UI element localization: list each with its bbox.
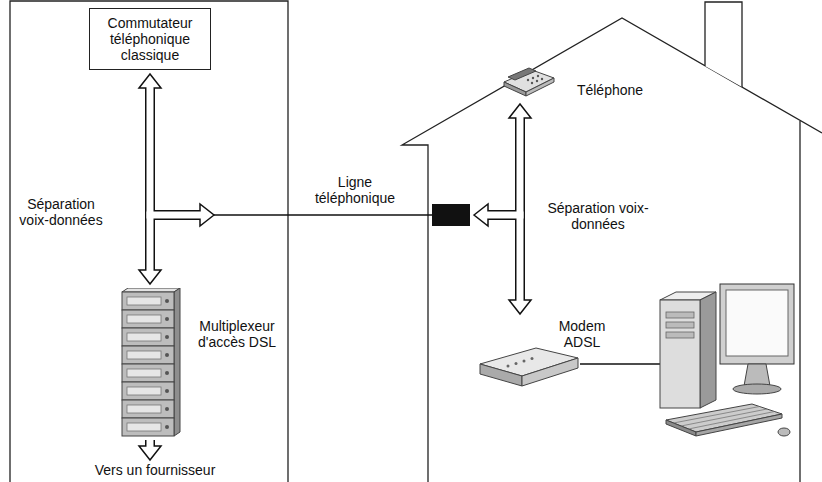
tower-side: [700, 292, 716, 408]
drive-bay: [666, 332, 694, 338]
rack-panel: [127, 369, 161, 377]
node-label: Commutateur téléphonique classique: [100, 15, 200, 63]
arrow-fill: [147, 86, 154, 271]
arrow-head: [509, 104, 531, 118]
arrow-fill: [517, 116, 524, 301]
arrow-head: [139, 446, 161, 460]
line-splitter: [432, 204, 470, 226]
rack-led: [165, 371, 169, 375]
keyboard-keys: [681, 409, 767, 426]
rack-unit: [122, 292, 174, 310]
rack-unit: [122, 400, 174, 418]
monitor-stand: [744, 364, 770, 386]
monitor-base: [733, 384, 781, 394]
phone-key: [537, 75, 539, 77]
dslam-node: Multiplexeur d'accès DSL: [118, 288, 288, 438]
branch-arrow: [474, 204, 524, 226]
edge-label: Séparation voix-données: [14, 196, 108, 228]
arrow-head: [474, 204, 488, 226]
rack-led: [165, 317, 169, 321]
phone-key: [531, 82, 533, 84]
rack-led: [165, 407, 169, 411]
rack-panel: [127, 405, 161, 413]
phone-side: [526, 78, 554, 96]
telephone-node-icon: [502, 60, 558, 100]
monitor-screen: [726, 290, 788, 356]
modem-led: [531, 357, 534, 360]
rack-led: [165, 335, 169, 339]
node-label: Téléphone: [570, 82, 650, 98]
rack-led: [165, 299, 169, 303]
monitor-frame: [720, 284, 794, 364]
branch-arrow: [147, 204, 215, 226]
voice-data-split-arrow: [509, 104, 531, 314]
phone-line: [214, 214, 432, 215]
rack-unit: [122, 364, 174, 382]
rack-led: [165, 425, 169, 429]
rack-panel: [127, 351, 161, 359]
modem-front: [480, 364, 522, 386]
keyboard-keys: [689, 412, 775, 430]
phone-handset: [508, 68, 536, 80]
rack-unit: [122, 418, 174, 436]
arrow-head: [200, 204, 214, 226]
phone-key: [532, 77, 534, 79]
arrow-fill: [147, 212, 202, 219]
rack-panel: [127, 333, 161, 341]
rack-unit: [122, 382, 174, 400]
tower-front: [660, 300, 700, 408]
switch-box: Commutateur téléphonique classique: [89, 8, 211, 70]
rack-led: [165, 353, 169, 357]
phone-key: [527, 79, 529, 81]
node-label: Modem ADSL: [552, 318, 612, 350]
rack-unit: [122, 328, 174, 346]
mouse: [778, 428, 790, 436]
voice-data-split-arrow: [139, 74, 161, 284]
house-wall: [799, 121, 800, 482]
chimney-fill: [705, 2, 742, 87]
rack-panel: [127, 297, 161, 305]
house-outline: [402, 2, 822, 482]
provider-label: Vers un fournisseur: [60, 462, 250, 478]
computer-illustration: [660, 284, 794, 436]
line-label: Ligne téléphonique: [300, 174, 410, 206]
rack-panel: [127, 423, 161, 431]
modem-led: [507, 365, 510, 368]
modem-cable: [580, 363, 660, 364]
central-office-building: [10, 1, 288, 482]
phone-key: [541, 78, 543, 80]
modem-side: [522, 358, 578, 386]
rack-panel: [127, 315, 161, 323]
phone-key: [536, 80, 538, 82]
chimney: [705, 2, 742, 87]
rack-led: [165, 389, 169, 393]
rack-unit: [122, 346, 174, 364]
edge-label: Séparation voix-données: [546, 200, 650, 232]
modem-led: [515, 362, 518, 365]
modem-node: Modem ADSL: [478, 318, 618, 390]
dslam-node-icon: [118, 288, 184, 438]
house-roof-wall: [402, 18, 822, 482]
drive-bay: [666, 322, 694, 328]
drive-bay: [666, 312, 694, 318]
node-label: Multiplexeur d'accès DSL: [193, 318, 281, 350]
arrow-fill: [486, 212, 523, 219]
rack-side: [174, 288, 180, 436]
building-outline: [10, 1, 288, 482]
provider-arrow: [139, 440, 161, 460]
phone-front: [504, 82, 526, 96]
rack-unit: [122, 310, 174, 328]
keyboard-keys: [674, 407, 760, 424]
arrow-head: [509, 300, 531, 314]
rack-top: [122, 288, 180, 292]
rack-panel: [127, 387, 161, 395]
arrow-head: [139, 270, 161, 284]
modem-led: [523, 360, 526, 363]
arrow-fill: [147, 440, 154, 448]
telephone-node: Téléphone: [502, 60, 652, 100]
arrow-head: [139, 74, 161, 88]
